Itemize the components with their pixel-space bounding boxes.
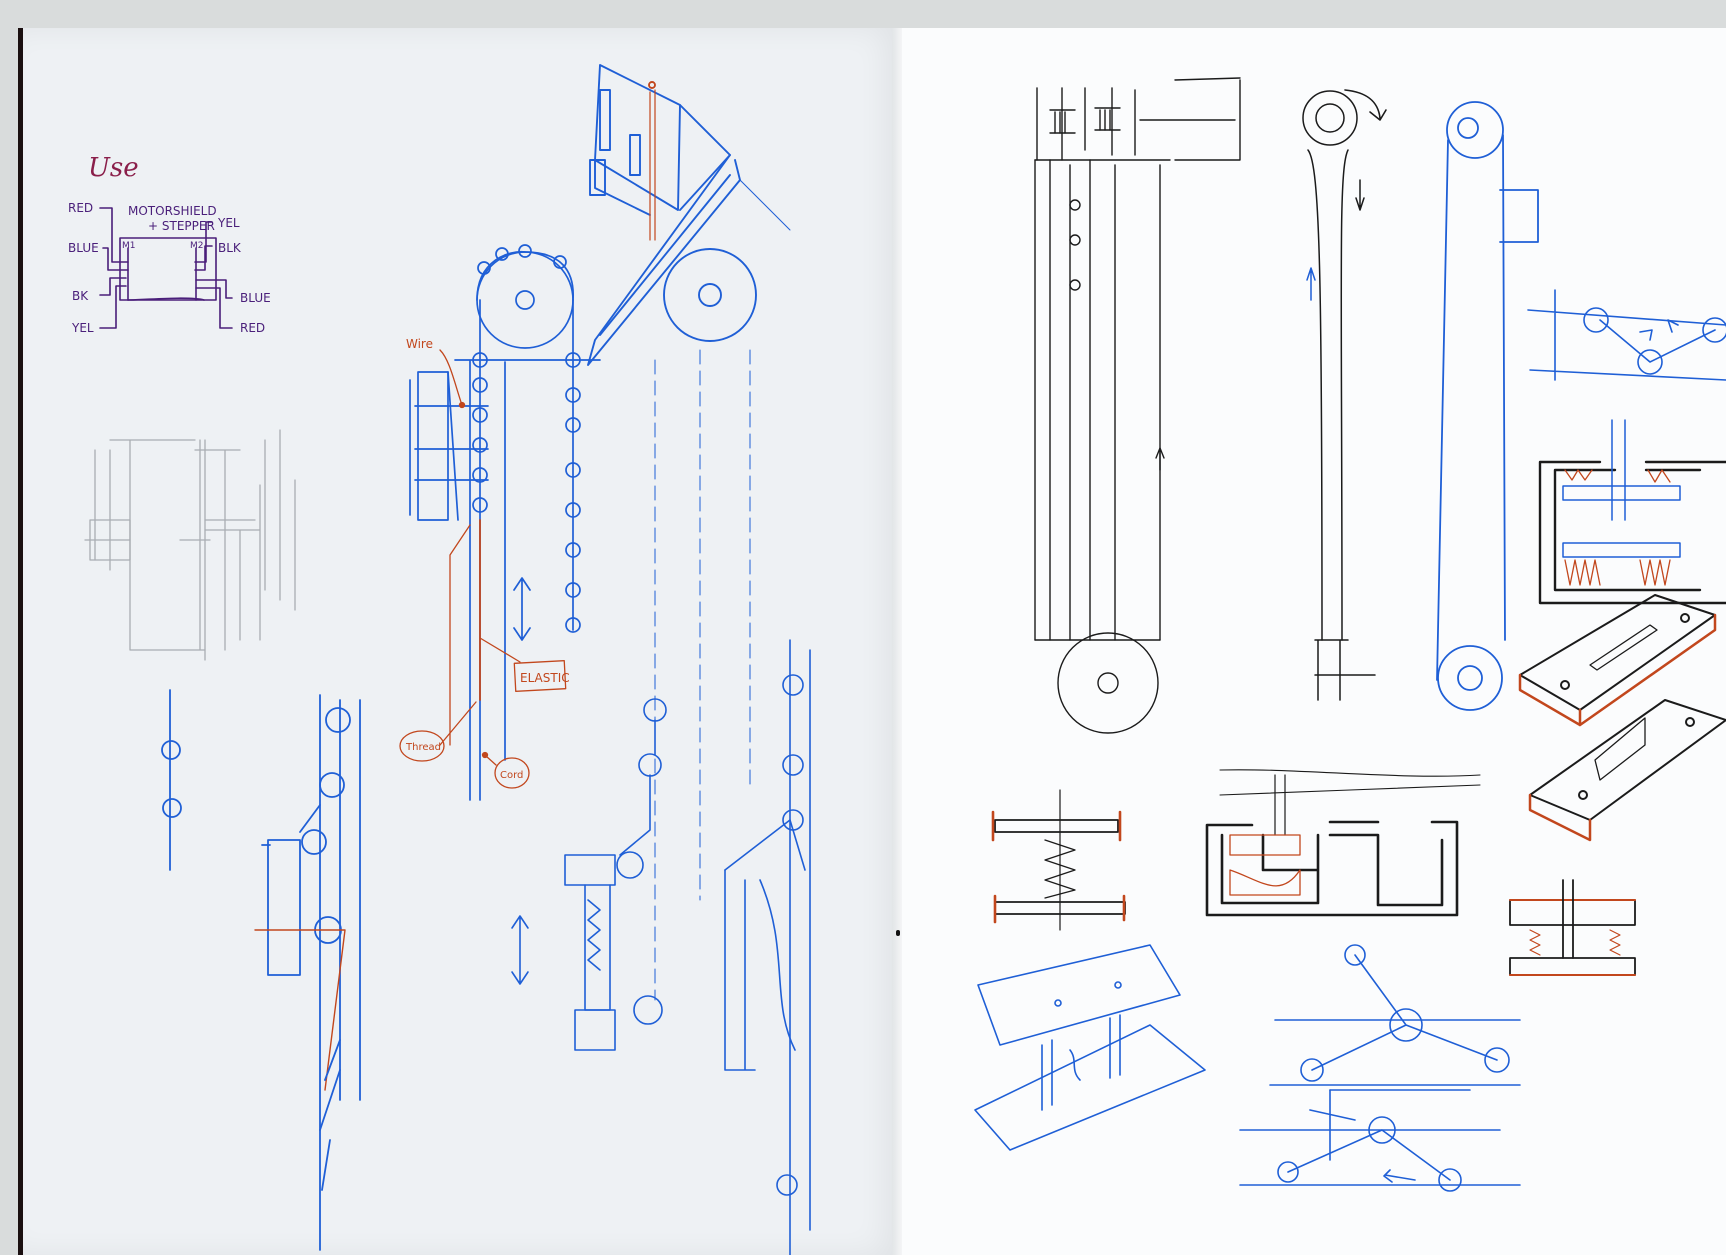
- spring-clamp-sketch: [991, 789, 1126, 931]
- left-page: [18, 28, 903, 1255]
- gear-rack-belt-sketch: [1034, 77, 1241, 734]
- wire-label-left-yel: YEL: [71, 321, 94, 335]
- wire-label-left-red: RED: [68, 201, 93, 215]
- wire-label-right-yel: YEL: [217, 216, 240, 230]
- spring-piston-housing-sketch: [1538, 419, 1726, 605]
- elastic-callout-label: ELASTIC: [520, 671, 570, 685]
- stepper-label: + STEPPER: [148, 219, 215, 233]
- wire-label-right-red: RED: [240, 321, 265, 335]
- wiring-title: Use: [88, 153, 139, 183]
- tripod-linkage-sketch: [1239, 944, 1521, 1192]
- callouts: [399, 349, 567, 789]
- spring-return-sketch: [511, 698, 667, 1051]
- pulley-bead-chain-sketch: [409, 244, 601, 801]
- motorshield-label: MOTORSHIELD: [128, 204, 217, 218]
- motor-mount-sketch: [587, 64, 791, 1001]
- isometric-plates-sketch: [974, 944, 1206, 1151]
- channel-section-sketch: [1205, 769, 1481, 917]
- wire-callout-label: Wire: [406, 337, 433, 351]
- wiring-diagram: [99, 207, 233, 329]
- bead-string-sketch: [161, 689, 182, 871]
- long-link-arm-sketch: [1436, 101, 1539, 711]
- port-m1: M1: [122, 241, 136, 251]
- right-page: [900, 28, 1726, 1255]
- pencil-bracket-sketch: [84, 429, 296, 661]
- port-m2: M2: [190, 241, 204, 251]
- bead-clamp-sketch: [254, 694, 361, 1251]
- slotted-plate-sketch: [1518, 594, 1726, 842]
- wire-label-right-blue: BLUE: [240, 291, 271, 305]
- rotating-arm-sketch: [1302, 89, 1387, 701]
- spring-standoff-sketch: [1509, 879, 1636, 976]
- pulley-slider-sketch: [724, 639, 811, 1255]
- wire-label-left-bk: BK: [72, 289, 89, 303]
- book-gutter: [892, 28, 902, 1255]
- thread-callout-label: Thread: [405, 742, 441, 753]
- binding-staple: [896, 930, 900, 936]
- cord-callout-label: Cord: [500, 770, 523, 781]
- wire-label-left-blue: BLUE: [68, 241, 99, 255]
- two-link-joint-sketch: [1527, 289, 1726, 381]
- wire-label-right-blk: BLK: [218, 241, 242, 255]
